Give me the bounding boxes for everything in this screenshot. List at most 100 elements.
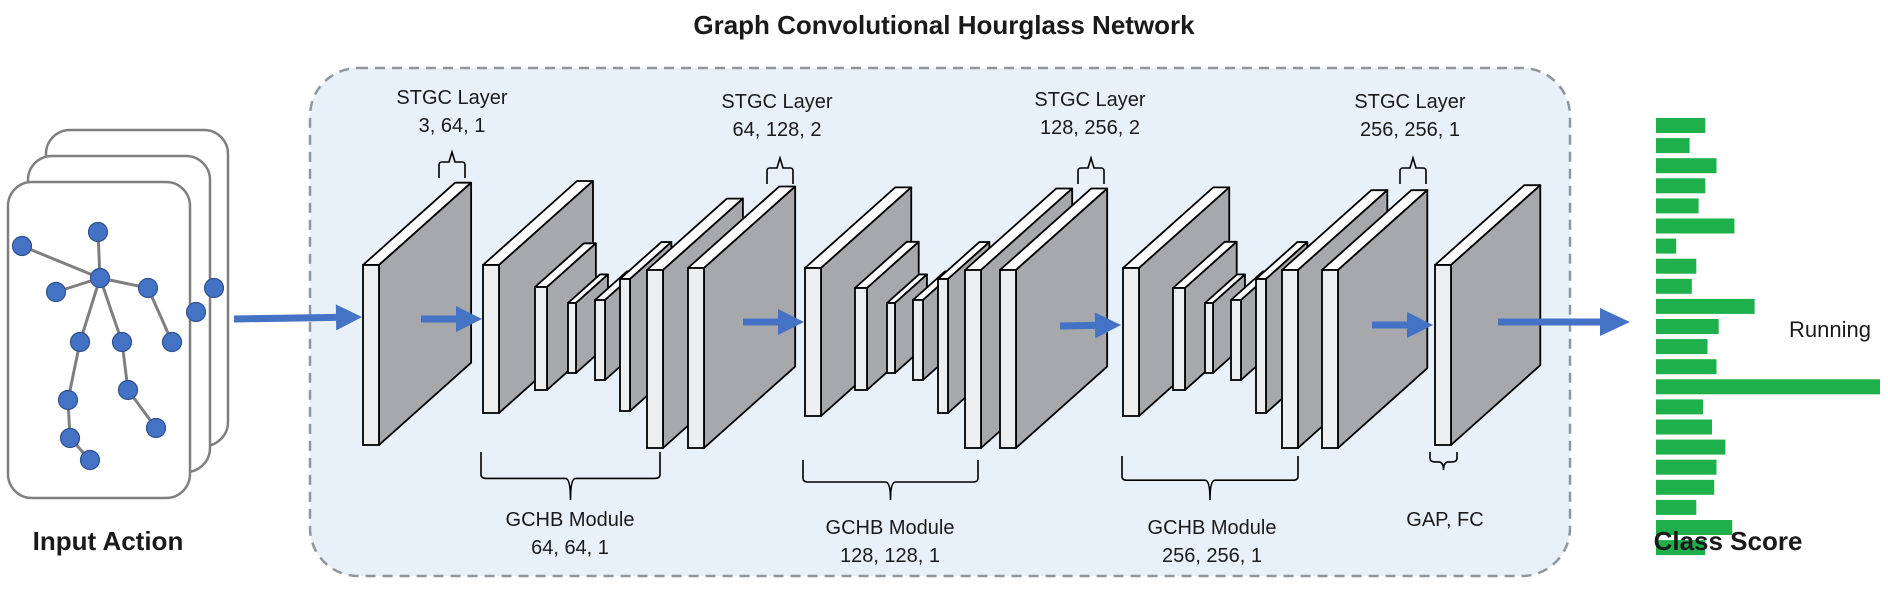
block-front-face xyxy=(619,278,631,412)
flow-arrow-head xyxy=(778,309,804,335)
block-front-face xyxy=(1230,299,1242,381)
skeleton-joint xyxy=(111,331,133,353)
block-front-face xyxy=(1122,267,1140,417)
feature-map-block xyxy=(999,187,1109,449)
skeleton-joint xyxy=(87,221,109,243)
class-score-bar xyxy=(1656,379,1880,395)
feature-map-block xyxy=(362,181,473,446)
block-front-face xyxy=(937,278,949,414)
stgc-layer-params: 64, 128, 2 xyxy=(732,119,822,141)
skeleton-joint xyxy=(79,449,101,471)
gchb-module-brace xyxy=(802,460,979,501)
block-front-face xyxy=(804,267,822,417)
gchb-module-name: GCHB Module xyxy=(1147,517,1277,539)
class-score-bar xyxy=(1656,218,1735,234)
block-front-face xyxy=(964,269,982,449)
class-score-label: Class Score xyxy=(1653,526,1803,556)
block-front-face xyxy=(886,302,896,374)
block-front-face xyxy=(1255,278,1267,414)
block-front-face xyxy=(1434,264,1452,446)
class-score-bar xyxy=(1656,479,1715,495)
class-score-bar xyxy=(1656,238,1677,254)
skeleton-bone xyxy=(78,277,102,343)
skeleton-joint xyxy=(57,389,79,411)
class-score-bar xyxy=(1656,178,1706,194)
class-score-bar xyxy=(1656,359,1717,375)
class-score-bar xyxy=(1656,198,1699,214)
block-front-face xyxy=(687,267,705,449)
class-score-bar xyxy=(1656,459,1717,475)
class-score-bar xyxy=(1656,339,1708,355)
skeleton-joint xyxy=(117,379,139,401)
block-front-face xyxy=(912,299,924,381)
block-front-face xyxy=(567,302,577,374)
input-arrow-head xyxy=(335,304,362,331)
flow-arrow-head xyxy=(1407,312,1433,338)
class-score-bar xyxy=(1656,439,1726,455)
stgc-layer-brace xyxy=(766,155,794,184)
stgc-layer-brace xyxy=(438,149,466,178)
block-front-face xyxy=(1172,287,1186,391)
feature-map-block xyxy=(1321,189,1429,449)
gchb-module-brace xyxy=(480,452,661,501)
block-front-face xyxy=(646,269,664,449)
gchb-module-params: 256, 256, 1 xyxy=(1161,545,1263,567)
stgc-layer-params: 128, 256, 2 xyxy=(1039,117,1141,139)
gchb-module-name: GCHB Module xyxy=(505,509,635,531)
skeleton-bone xyxy=(21,244,101,280)
class-score-bar xyxy=(1656,520,1733,535)
gchb-module-params: 128, 128, 1 xyxy=(839,545,941,567)
skeleton-joint xyxy=(59,427,81,449)
gchb-module-params: 64, 64, 1 xyxy=(531,537,609,559)
gchb-module-label-3: GCHB Module 256, 256, 1 xyxy=(1122,514,1302,570)
class-score-bar xyxy=(1656,258,1697,274)
diagram-title: Graph Convolutional Hourglass Network xyxy=(693,10,1195,40)
gchb-module-label-2: GCHB Module 128, 128, 1 xyxy=(800,514,980,570)
skeleton-joint xyxy=(45,281,67,303)
flow-arrow-head xyxy=(1094,312,1121,339)
flow-arrow-head xyxy=(456,306,482,332)
block-front-face xyxy=(1281,269,1299,449)
skeleton-joint xyxy=(137,277,159,299)
stgc-layer-brace xyxy=(1077,155,1105,184)
block-front-face xyxy=(854,287,868,391)
stgc-layer-name: STGC Layer xyxy=(396,87,508,109)
stgc-layer-brace xyxy=(1399,155,1427,184)
block-front-face xyxy=(1204,302,1214,374)
class-score-bar xyxy=(1656,319,1719,334)
input-arrow xyxy=(233,313,337,323)
class-score-bar xyxy=(1656,158,1717,174)
skeleton-bone xyxy=(98,277,124,343)
block-front-face xyxy=(482,264,500,414)
class-score-bar xyxy=(1656,499,1697,515)
flow-arrow xyxy=(1059,321,1096,330)
feature-map-block xyxy=(1434,184,1542,446)
stgc-layer-label-2: STGC Layer 64, 128, 2 xyxy=(697,88,857,144)
input-frame-card xyxy=(6,180,192,500)
block-front-face xyxy=(534,286,548,391)
block-front-face xyxy=(594,299,606,381)
class-score-bar xyxy=(1656,399,1703,415)
stgc-layer-name: STGC Layer xyxy=(1034,89,1146,111)
class-score-bar xyxy=(1656,419,1712,435)
input-action-label: Input Action xyxy=(32,526,184,556)
gchb-module-label-1: GCHB Module 64, 64, 1 xyxy=(480,506,660,562)
top-class-label: Running xyxy=(1789,317,1871,342)
feature-map-block xyxy=(687,185,797,449)
skeleton-joint xyxy=(145,417,167,439)
stgc-layer-params: 256, 256, 1 xyxy=(1359,119,1461,141)
stgc-layer-name: STGC Layer xyxy=(721,91,833,113)
class-score-bar xyxy=(1656,138,1690,154)
skeleton-joint xyxy=(11,235,33,257)
block-front-face xyxy=(362,264,380,446)
class-score-bar xyxy=(1656,118,1706,133)
gap-fc-label: GAP, FC xyxy=(1406,509,1484,531)
skeleton-joint xyxy=(89,267,111,289)
gap-fc-brace xyxy=(1429,452,1458,471)
gchb-module-brace xyxy=(1121,456,1299,501)
block-front-face xyxy=(999,269,1017,449)
skeleton-joint xyxy=(161,331,183,353)
stgc-layer-params: 3, 64, 1 xyxy=(418,115,486,137)
